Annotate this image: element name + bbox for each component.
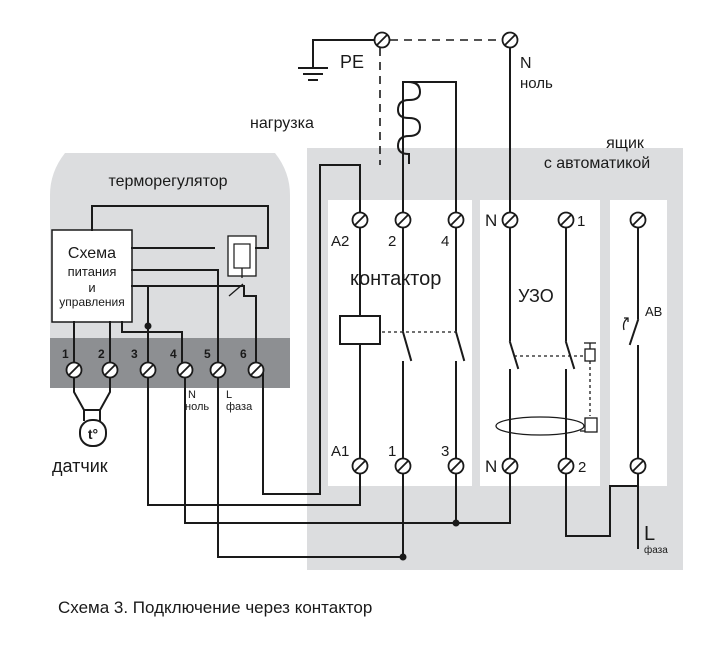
- uzo-term-n-out: N: [485, 457, 497, 476]
- term-l-sub-label: фаза: [226, 401, 253, 413]
- uzo-term-1: 1: [577, 213, 585, 230]
- contactor-term-a1: A1: [331, 443, 349, 460]
- contactor-term-4: 4: [441, 233, 449, 250]
- wires: [73, 39, 640, 558]
- cabinet-label-2: с автоматикой: [544, 155, 650, 172]
- block-line-2: питания: [68, 264, 117, 279]
- contactor-label: контактор: [350, 268, 441, 290]
- thermo-term-6: 6: [240, 347, 247, 361]
- term-n-sub-label: ноль: [185, 401, 209, 413]
- breaker-label: АВ: [645, 304, 662, 319]
- l-bottom-label: L: [644, 523, 655, 545]
- l-bottom-sub-label: фаза: [644, 544, 668, 556]
- contactor-term-a2: A2: [331, 233, 349, 250]
- thermo-term-5: 5: [204, 347, 211, 361]
- load-label: нагрузка: [250, 115, 314, 132]
- contactor-term-3: 3: [441, 443, 449, 460]
- thermostat-terminal-bar: [50, 338, 290, 388]
- block-line-1: Схема: [68, 245, 116, 262]
- term-n-label: N: [188, 389, 196, 401]
- figure-caption: Схема 3. Подключение через контактор: [58, 598, 372, 617]
- contactor-term-1: 1: [388, 443, 396, 460]
- uzo-label: УЗО: [518, 286, 554, 306]
- n-top-label: N: [520, 55, 532, 72]
- thermostat-housing: [50, 153, 290, 388]
- thermo-term-1: 1: [62, 347, 69, 361]
- contactor-term-2: 2: [388, 233, 396, 250]
- control-block: [51, 229, 133, 323]
- thermostat-terminal-numbers: 1 2 3 4 5 6: [62, 347, 247, 361]
- thermo-term-3: 3: [131, 347, 138, 361]
- uzo-module: [480, 200, 600, 486]
- uzo-term-2: 2: [578, 459, 586, 476]
- sensor-symbol: t°: [79, 419, 107, 447]
- cabinet-label-1: ящик: [606, 135, 645, 152]
- sensor-label: t°: [88, 426, 98, 442]
- term-l-label: L: [226, 389, 232, 401]
- thermo-term-4: 4: [170, 347, 177, 361]
- contactor-coil: [339, 315, 381, 345]
- uzo-term-n-in: N: [485, 211, 497, 230]
- pe-label: PE: [340, 52, 364, 72]
- sensor-caption: датчик: [52, 456, 108, 476]
- thermo-term-2: 2: [98, 347, 105, 361]
- block-line-3: и: [88, 280, 95, 295]
- n-top-sub-label: ноль: [520, 75, 553, 92]
- block-line-4: управления: [59, 295, 124, 309]
- junction-dots: [144, 322, 460, 561]
- thermostat-label: терморегулятор: [108, 173, 227, 190]
